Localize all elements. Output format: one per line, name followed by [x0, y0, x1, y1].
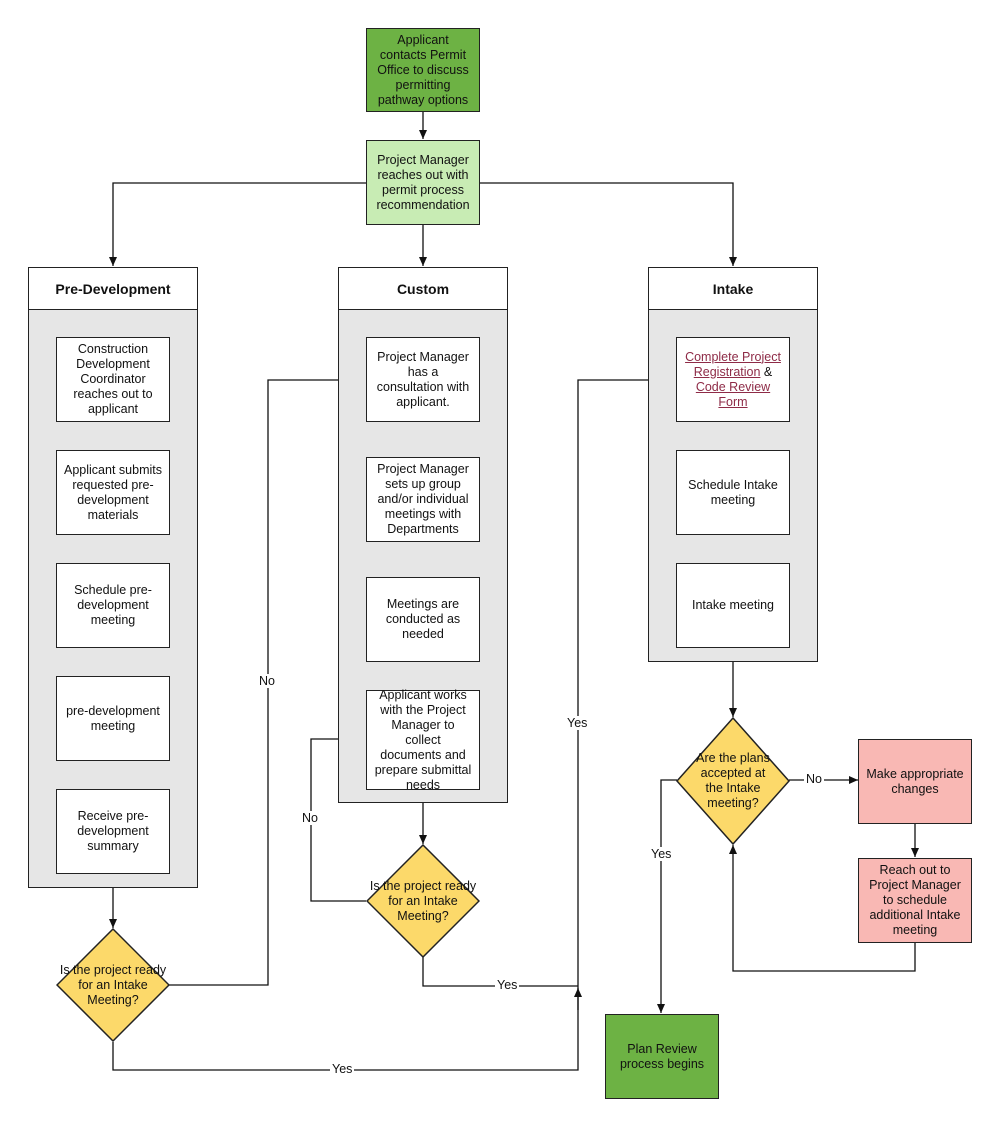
- lane-predev-header: Pre-Development: [28, 267, 198, 310]
- plan-review-node: Plan Review process begins: [605, 1014, 719, 1099]
- label-intake-decision-no: No: [804, 772, 824, 786]
- predev-step-3: Schedule pre-development meeting: [56, 563, 170, 648]
- lane-custom-header: Custom: [338, 267, 508, 310]
- intake-step-3: Intake meeting: [676, 563, 790, 648]
- custom-decision: Is the project ready for an Intake Meeti…: [366, 844, 480, 958]
- label-predev-no: No: [257, 674, 277, 688]
- label-custom-yes: Yes: [495, 978, 520, 992]
- project-registration-link[interactable]: Complete Project Registration: [685, 349, 781, 379]
- custom-step-3: Meetings are conducted as needed: [366, 577, 480, 662]
- intake-step-2: Schedule Intake meeting: [676, 450, 790, 535]
- label-intake-path-yes: Yes: [565, 716, 590, 730]
- edge-intake-decision-yes: [657, 779, 677, 1013]
- lane-intake-header: Intake: [648, 267, 818, 310]
- custom-decision-diamond: [366, 844, 480, 958]
- label-custom-no: No: [300, 811, 320, 825]
- predev-step-1: Construction Development Coordinator rea…: [56, 337, 170, 422]
- custom-step-4: Applicant works with the Project Manager…: [366, 688, 480, 792]
- edge-reachout-to-decision: [729, 845, 916, 972]
- predev-step-2: Applicant submits requested pre-developm…: [56, 450, 170, 535]
- custom-decision-text: Is the project ready for an Intake Meeti…: [369, 878, 477, 923]
- label-intake-decision-yes: Yes: [649, 847, 674, 861]
- custom-step-1: Project Manager has a consultation with …: [366, 337, 480, 422]
- edge-recommendation-to-intake: [480, 182, 737, 266]
- predev-step-4: pre-development meeting: [56, 676, 170, 761]
- intake-decision-text: Are the plans accepted at the Intake mee…: [696, 751, 770, 810]
- start-node: Applicant contacts Permit Office to disc…: [366, 28, 480, 112]
- label-predev-yes: Yes: [330, 1062, 355, 1076]
- intake-step-1: Complete Project Registration & Code Rev…: [676, 337, 790, 422]
- intake-step-1-text: Complete Project Registration & Code Rev…: [683, 350, 783, 410]
- predev-step-5: Receive pre-development summary: [56, 789, 170, 874]
- intake-decision: Are the plans accepted at the Intake mee…: [676, 717, 790, 845]
- edge-predev-decision-yes: [112, 376, 676, 1071]
- predev-decision: Is the project ready for an Intake Meeti…: [56, 928, 170, 1042]
- predev-decision-diamond: [56, 928, 170, 1042]
- predev-decision-text: Is the project ready for an Intake Meeti…: [59, 962, 167, 1007]
- intake-decision-diamond: [676, 717, 790, 845]
- code-review-form-link[interactable]: Code Review Form: [695, 379, 771, 409]
- make-changes-node: Make appropriate changes: [858, 739, 972, 824]
- recommendation-node: Project Manager reaches out with permit …: [366, 140, 480, 225]
- ampersand: &: [760, 364, 773, 379]
- reach-out-node: Reach out to Project Manager to schedule…: [858, 858, 972, 943]
- edge-recommendation-to-predev: [109, 182, 366, 266]
- edge-custom-decision-yes: [422, 957, 578, 987]
- custom-step-2: Project Manager sets up group and/or ind…: [366, 457, 480, 542]
